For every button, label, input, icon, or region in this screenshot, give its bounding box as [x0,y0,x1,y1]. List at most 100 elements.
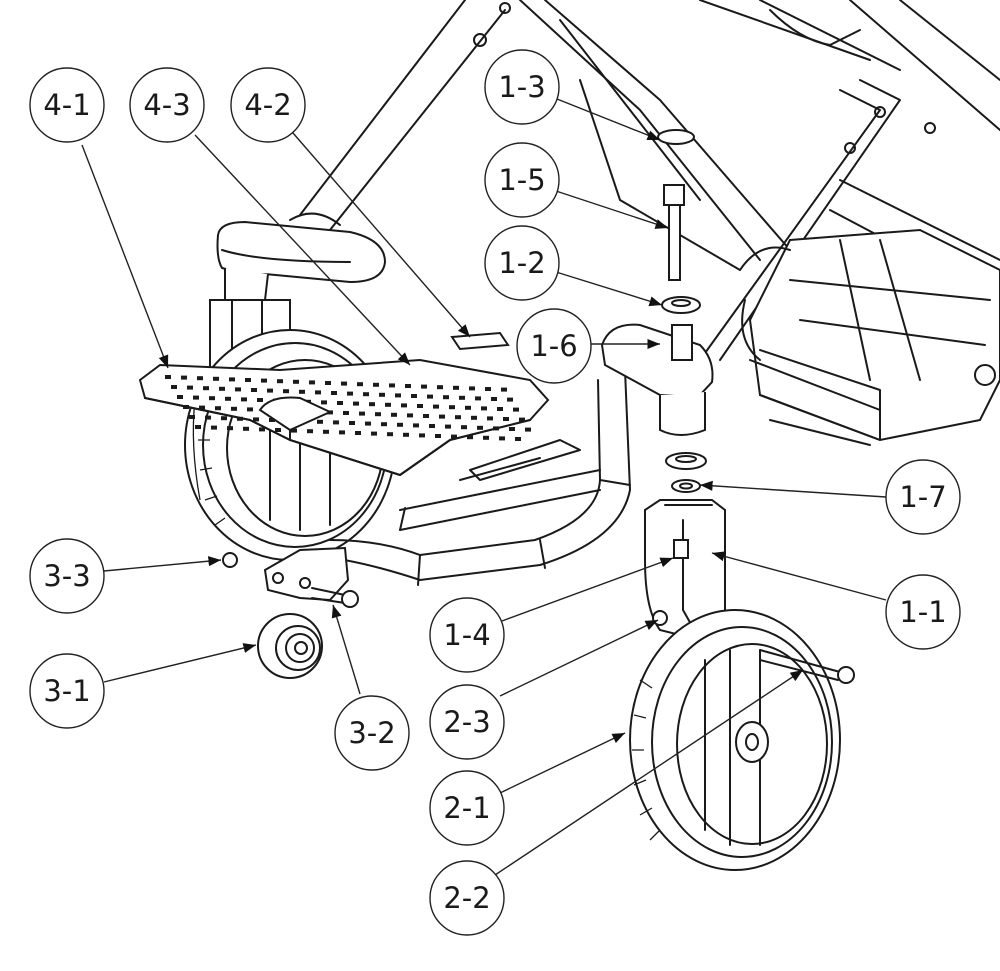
perforation-hole [323,429,329,434]
perforation-hole [357,382,363,387]
perforation-hole [229,377,235,382]
perforation-hole [349,421,355,425]
perforation-hole [461,425,467,430]
perforation-hole [449,405,455,410]
svg-text:1-4: 1-4 [443,618,490,652]
perforation-hole [401,403,407,408]
perforation-hole [219,386,225,391]
perforation-hole [337,401,343,405]
perforation-hole [267,388,273,393]
caster-bearing-top [661,296,701,314]
perforation-hole [213,376,219,381]
perforation-hole [247,407,253,412]
svg-text:1-3: 1-3 [498,70,545,104]
perforation-hole [189,415,195,419]
perforation-hole [439,414,445,419]
perforation-hole [503,417,509,421]
perforation-hole [485,387,491,391]
perforation-hole [197,376,203,381]
perforation-hole [177,395,183,399]
perforation-hole [481,406,487,411]
caster-housing [600,323,714,436]
balloon-1-1: 1-1 [885,574,961,650]
perforation-hole [389,383,395,388]
perforation-hole [445,424,451,429]
balloon-3-2: 3-2 [334,695,410,771]
perforation-hole [455,415,461,420]
perforation-hole [421,384,427,389]
balloon-1-2: 1-2 [484,225,560,301]
perforation-hole [193,395,199,400]
perforation-hole [237,416,243,421]
perforation-hole [477,425,483,430]
perforation-hole [221,416,227,421]
perforation-hole [275,428,281,432]
svg-text:1-1: 1-1 [899,595,946,629]
balloon-4-3: 4-3 [129,67,205,143]
perforation-hole [241,397,247,402]
perforation-hole [453,385,459,390]
perforation-hole [391,412,397,417]
perforation-hole [509,427,515,431]
svg-text:2-3: 2-3 [443,705,490,739]
perforation-hole [475,396,481,401]
balloon-1-6: 1-6 [516,308,592,384]
perforation-hole [417,404,423,408]
perforation-hole [451,434,457,439]
perforation-hole [459,395,465,400]
perforation-hole [423,414,429,418]
battery-box [739,228,1000,446]
balloon-2-2: 2-2 [429,860,505,936]
perforation-hole [333,420,339,425]
perforation-hole [465,405,471,410]
perforation-hole [231,406,237,411]
perforation-hole [493,426,499,431]
perforation-hole [515,437,521,441]
svg-text:3-1: 3-1 [43,674,90,708]
perforation-hole [433,404,439,409]
footplate-strip [450,331,510,351]
svg-text:3-3: 3-3 [43,559,90,593]
balloon-1-3: 1-3 [484,49,560,125]
perforation-hole [411,394,417,398]
perforation-hole [491,397,497,401]
caster-wheel [629,609,841,871]
perforation-hole [513,407,519,412]
svg-text:2-2: 2-2 [443,881,490,915]
perforation-hole [203,386,209,391]
perforation-hole [519,417,525,422]
svg-text:4-1: 4-1 [43,88,90,122]
perforation-hole [499,436,505,441]
perforation-hole [211,425,217,430]
svg-text:1-2: 1-2 [498,246,545,280]
perforation-hole [195,425,201,429]
perforation-hole [363,392,369,397]
perforation-hole [325,381,331,385]
perforation-hole [243,426,249,431]
perforation-hole [235,387,241,392]
perforation-hole [375,412,381,417]
perforation-hole [171,385,177,389]
perforation-hole [507,397,513,402]
perforation-hole [291,428,297,433]
perforation-hole [469,386,475,391]
perforation-hole [245,378,251,382]
perforation-hole [397,422,403,427]
perforation-hole [339,430,345,435]
anti-tip-roller [257,613,323,679]
perforation-hole [371,431,377,436]
perforation-hole [331,391,337,395]
perforation-hole [257,398,263,402]
perforation-hole [181,375,187,380]
balloon-1-5: 1-5 [484,142,560,218]
balloon-3-3: 3-3 [29,538,105,614]
perforation-hole [183,405,189,409]
svg-text:4-3: 4-3 [143,88,190,122]
perforation-hole [365,421,371,426]
perforation-hole [369,402,375,407]
perforation-hole [343,411,349,415]
perforation-hole [293,379,299,384]
perforation-hole [199,405,205,410]
caster-bearing-bottom [665,452,707,470]
